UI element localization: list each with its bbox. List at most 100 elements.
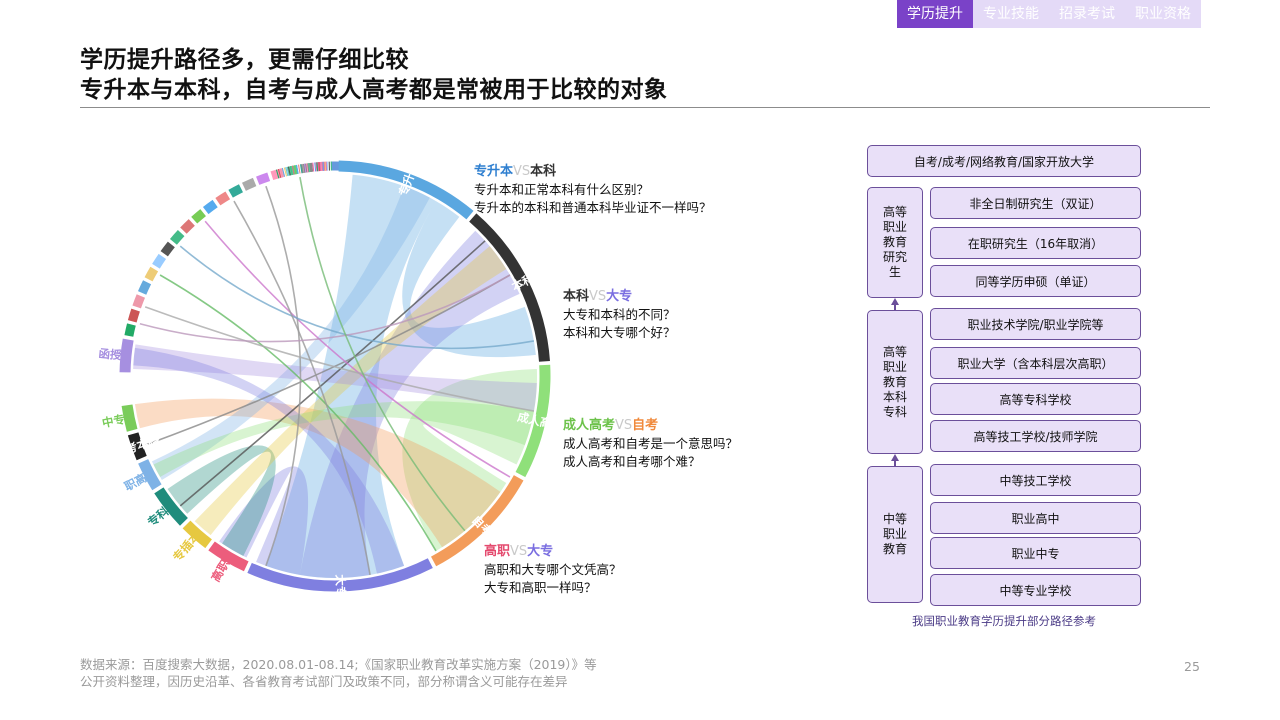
chord-minor-segment bbox=[152, 253, 167, 269]
group-label-postgraduate: 高等职业教育研究生 bbox=[867, 187, 923, 298]
item-box: 中等专业学校 bbox=[930, 574, 1141, 606]
chord-minor-segment bbox=[202, 199, 218, 215]
chord-link bbox=[299, 176, 466, 532]
chord-ribbon bbox=[151, 186, 430, 481]
item-box: 在职研究生（16年取消） bbox=[930, 227, 1141, 259]
annotation-a: 专升本 bbox=[474, 164, 514, 179]
chord-link bbox=[159, 274, 437, 552]
chord-group-arc bbox=[119, 338, 134, 373]
group-label-higher-vocational: 高等职业教育本科专科 bbox=[867, 310, 923, 454]
arrow-stem bbox=[894, 459, 896, 467]
chord-group-arc bbox=[430, 475, 524, 567]
data-source: 数据来源：百度搜索大数据，2020.08.01-08.14;《国家职业教育改革实… bbox=[80, 656, 597, 690]
chord-minor-segment bbox=[180, 219, 195, 234]
chord-group-arc bbox=[138, 459, 162, 491]
chord-minor-segment bbox=[215, 191, 231, 206]
chord-minor-segment bbox=[256, 172, 271, 185]
annotation-crgk-vs-zk: 成人高考VS自考 成人高考和自考是一个意思吗？ 成人高考和自考哪个难？ bbox=[563, 417, 738, 471]
annotation-b: 自考 bbox=[632, 418, 659, 433]
page-number: 25 bbox=[1184, 659, 1200, 674]
chord-ribbon bbox=[265, 174, 436, 578]
item-box: 高等专科学校 bbox=[930, 383, 1141, 415]
chord-group-label: 中专 bbox=[101, 412, 126, 430]
annotation-line: 大专和本科的不同？ bbox=[563, 307, 676, 322]
chord-group-label: 函授 bbox=[98, 346, 123, 362]
tab-education-upgrade[interactable]: 学历提升 bbox=[897, 0, 973, 28]
chord-link bbox=[144, 306, 535, 412]
chord-minor-segment bbox=[124, 323, 136, 337]
chord-minor-segment bbox=[127, 308, 140, 323]
chord-minor-segment bbox=[144, 266, 159, 282]
chord-minor-segment bbox=[169, 229, 185, 245]
chord-ribbon bbox=[299, 230, 520, 578]
annotation-line: 成人高考和自考是一个意思吗？ bbox=[563, 436, 739, 451]
page-subtitle: 专升本与本科，自考与成人高考都是常被用于比较的对象 bbox=[80, 77, 668, 103]
item-box: 职业高中 bbox=[930, 502, 1141, 534]
item-box: 职业大学（含本科层次高职） bbox=[930, 347, 1141, 379]
chord-group-arc bbox=[469, 213, 550, 362]
chord-ribbon bbox=[402, 201, 536, 358]
chord-ribbon bbox=[402, 368, 537, 551]
annotation-vs: VS bbox=[615, 418, 633, 433]
chord-link bbox=[204, 220, 511, 478]
annotation-gz-vs-dz: 高职VS大专 高职和大专哪个文凭高？ 大专和高职一样吗？ bbox=[484, 543, 622, 597]
chord-group-arc bbox=[247, 558, 433, 592]
chord-minor-segment bbox=[228, 184, 244, 198]
annotation-vs: VS bbox=[510, 544, 528, 559]
title-divider bbox=[80, 107, 1210, 108]
item-box: 高等技工学校/技师学院 bbox=[930, 420, 1141, 452]
chord-group-arc bbox=[154, 487, 188, 526]
item-box: 中等技工学校 bbox=[930, 464, 1141, 496]
tab-recruitment-exams[interactable]: 招录考试 bbox=[1049, 0, 1125, 28]
chord-minor-segment bbox=[132, 294, 146, 309]
item-box: 非全日制研究生（双证） bbox=[930, 187, 1141, 219]
chord-minor-segment bbox=[160, 241, 175, 257]
annotation-b: 大专 bbox=[527, 544, 554, 559]
top-path-box: 自考/成考/网络教育/国家开放大学 bbox=[867, 145, 1141, 177]
chord-group-arc bbox=[121, 404, 138, 432]
top-tabs: 学历提升 专业技能 招录考试 职业资格 bbox=[897, 0, 1201, 28]
group-label-secondary-vocational: 中等职业教育 bbox=[867, 466, 923, 603]
chord-ribbon bbox=[133, 344, 537, 412]
annotation-line: 专升本的本科和普通本科毕业证不一样吗？ bbox=[474, 200, 712, 215]
annotation-a: 成人高考 bbox=[563, 418, 616, 433]
chord-ribbon bbox=[134, 398, 501, 548]
tab-professional-qualifications[interactable]: 职业资格 bbox=[1125, 0, 1201, 28]
chord-group-arc bbox=[515, 364, 551, 478]
chord-group-arc bbox=[338, 160, 474, 220]
annotation-bk-vs-dz: 本科VS大专 大专和本科的不同？ 本科和大专哪个好？ bbox=[563, 288, 676, 342]
page-title: 学历提升路径多，更需仔细比较 bbox=[80, 47, 409, 73]
chord-link bbox=[265, 185, 302, 567]
annotation-a: 高职 bbox=[484, 544, 511, 559]
chord-group-arc bbox=[208, 541, 249, 572]
tab-professional-skills[interactable]: 专业技能 bbox=[973, 0, 1049, 28]
up-arrow-icon bbox=[891, 454, 899, 461]
source-line: 数据来源：百度搜索大数据，2020.08.01-08.14;《国家职业教育改革实… bbox=[80, 657, 597, 672]
chord-minor-segment bbox=[241, 177, 257, 191]
annotation-a: 本科 bbox=[563, 289, 590, 304]
item-box: 职业中专 bbox=[930, 537, 1141, 569]
chord-link bbox=[179, 240, 486, 507]
chord-ribbon bbox=[219, 466, 309, 575]
up-arrow-icon bbox=[891, 298, 899, 305]
annotation-line: 高职和大专哪个文凭高？ bbox=[484, 562, 622, 577]
structure-caption: 我国职业教育学历提升部分路径参考 bbox=[912, 614, 1096, 628]
arrow-stem bbox=[894, 303, 896, 311]
annotation-b: 大专 bbox=[606, 289, 633, 304]
annotation-b: 本科 bbox=[530, 164, 557, 179]
chord-ribbon bbox=[167, 445, 276, 556]
chord-link bbox=[233, 200, 371, 576]
chord-link bbox=[139, 274, 511, 343]
annotation-vs: VS bbox=[589, 289, 607, 304]
chord-ribbon bbox=[133, 347, 405, 574]
item-box: 同等学历申硕（单证） bbox=[930, 265, 1141, 297]
annotation-line: 成人高考和自考哪个难？ bbox=[563, 454, 701, 469]
annotation-vs: VS bbox=[513, 164, 531, 179]
chord-minor-segment bbox=[137, 280, 152, 295]
chord-group-label: 大专 bbox=[333, 574, 348, 597]
chord-group-arc bbox=[127, 432, 147, 461]
chord-ribbon bbox=[153, 401, 534, 477]
chord-ribbon bbox=[194, 246, 507, 536]
item-box: 职业技术学院/职业学院等 bbox=[930, 308, 1141, 340]
